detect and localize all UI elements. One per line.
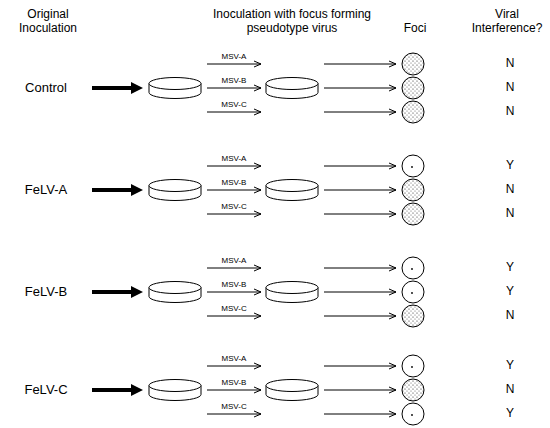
culture-dish-top [149,380,201,392]
interference-value: N [506,207,515,221]
interference-value: Y [506,359,514,373]
inoculation-arrow [92,290,133,294]
foci-present [402,179,424,201]
culture-dish-top [266,180,318,192]
virus-label: MSV-C [221,100,246,109]
arrow-line [324,112,396,113]
foci-dot [411,292,413,294]
foci-present [402,53,424,75]
interference-value: Y [506,407,514,421]
foci-absent [402,281,424,303]
culture-dish-top [149,180,201,192]
column-header: Inoculation with focus forming pseudotyp… [212,8,372,36]
arrow-line [324,166,396,167]
foci-absent [402,403,424,425]
foci-present [402,305,424,327]
foci-dot [411,414,413,416]
interference-value: N [506,383,515,397]
arrow-line [207,190,261,191]
arrow-line [324,88,396,89]
arrow-line [207,268,261,269]
culture-dish-top [266,78,318,90]
foci-present [402,203,424,225]
column-header: Viral Interference? [465,8,549,36]
arrow-line [207,366,261,367]
foci-present [402,77,424,99]
arrow-line [324,292,396,293]
foci-dot [411,166,413,168]
arrow-line [207,316,261,317]
arrow-line [207,112,261,113]
row-label: FeLV-B [25,285,67,300]
arrow-line [207,292,261,293]
column-header: Original Inoculation [8,8,88,36]
arrow-line [324,214,396,215]
arrow-line [324,414,396,415]
arrow-line [207,214,261,215]
arrow-line [207,166,261,167]
interference-value: N [506,183,515,197]
interference-value: Y [506,261,514,275]
virus-label: MSV-A [222,256,247,265]
virus-label: MSV-A [222,52,247,61]
interference-value: Y [506,159,514,173]
foci-absent [402,355,424,377]
arrow-line [324,190,396,191]
virus-label: MSV-A [222,354,247,363]
culture-dish-top [149,78,201,90]
arrow-line [324,268,396,269]
culture-dish-top [149,282,201,294]
foci-dot [411,268,413,270]
foci-present [402,101,424,123]
culture-dish-top [266,282,318,294]
interference-value: N [506,309,515,323]
arrow-line [207,414,261,415]
foci-present [402,379,424,401]
row-label: FeLV-A [25,183,67,198]
column-header: Foci [395,22,435,36]
foci-absent [402,155,424,177]
interference-value: Y [506,285,514,299]
virus-label: MSV-A [222,154,247,163]
virus-label: MSV-B [222,76,247,85]
virus-label: MSV-B [222,178,247,187]
inoculation-arrow [92,86,133,90]
virus-label: MSV-B [222,280,247,289]
arrow-line [207,390,261,391]
arrow-line [324,316,396,317]
virus-label: MSV-C [221,402,246,411]
row-label: Control [25,81,67,96]
inoculation-arrow [92,188,133,192]
interference-value: N [506,105,515,119]
arrow-line [207,64,261,65]
arrow-line [207,88,261,89]
arrow-line [324,64,396,65]
foci-dot [411,366,413,368]
interference-value: N [506,81,515,95]
culture-dish-top [266,380,318,392]
inoculation-arrow [92,388,133,392]
arrow-line [324,390,396,391]
virus-label: MSV-C [221,202,246,211]
row-label: FeLV-C [24,383,67,398]
arrow-line [324,366,396,367]
interference-value: N [506,57,515,71]
foci-absent [402,257,424,279]
virus-label: MSV-B [222,378,247,387]
virus-label: MSV-C [221,304,246,313]
